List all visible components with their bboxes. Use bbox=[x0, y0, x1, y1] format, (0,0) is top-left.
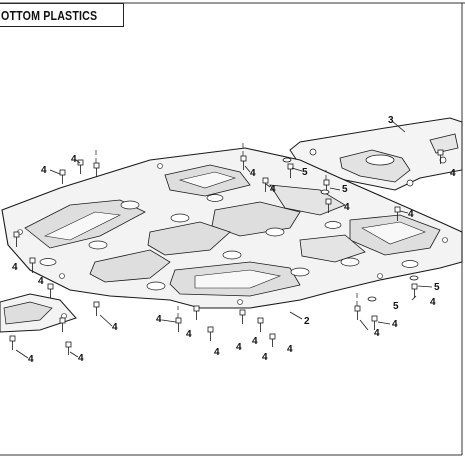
bolt bbox=[325, 198, 332, 213]
page-title: OTTOM PLASTICS bbox=[1, 8, 98, 23]
washers bbox=[282, 157, 419, 302]
callout-washer: 5 bbox=[434, 282, 440, 293]
callout-bolt: 4 bbox=[344, 202, 350, 213]
callout-bolt: 4 bbox=[156, 314, 162, 325]
callout-bolt: 4 bbox=[12, 262, 18, 273]
callout-bolt: 4 bbox=[252, 336, 258, 347]
bolt bbox=[29, 257, 36, 273]
rear-skid-plate bbox=[289, 117, 463, 191]
bolt bbox=[371, 315, 378, 330]
bolt bbox=[59, 317, 66, 332]
callout-bolt: 4 bbox=[270, 184, 276, 195]
callout-bolt: 4 bbox=[41, 165, 47, 176]
bolt bbox=[93, 162, 100, 177]
callout-bolt: 4 bbox=[214, 347, 220, 358]
washer bbox=[320, 189, 330, 195]
callout-bolt: 4 bbox=[392, 319, 398, 330]
bolt bbox=[240, 155, 247, 170]
callout-bolt: 4 bbox=[38, 276, 44, 287]
washer bbox=[367, 296, 377, 302]
bolt bbox=[9, 335, 16, 350]
bolt bbox=[207, 326, 214, 341]
bolt bbox=[65, 341, 72, 355]
callout-bolt: 4 bbox=[450, 168, 456, 179]
bolt bbox=[394, 206, 401, 221]
callout-bolt: 4 bbox=[408, 209, 414, 220]
title-box: OTTOM PLASTICS bbox=[0, 3, 124, 27]
bolt bbox=[437, 149, 444, 164]
leader-lines bbox=[15, 120, 433, 359]
bolt bbox=[411, 283, 418, 298]
callout-part-2: 2 bbox=[304, 316, 310, 327]
bolt bbox=[257, 317, 264, 332]
callout-bolt: 4 bbox=[430, 297, 436, 308]
callout-bolt: 4 bbox=[250, 168, 256, 179]
callout-bolt: 4 bbox=[78, 353, 84, 364]
callout-bolt: 4 bbox=[71, 154, 77, 165]
alignment-lines bbox=[95, 142, 358, 318]
bolt bbox=[13, 231, 20, 247]
bolt bbox=[77, 159, 84, 174]
callout-bolt: 4 bbox=[262, 352, 268, 363]
callout-bolt: 4 bbox=[374, 328, 380, 339]
side-skid-plate bbox=[0, 293, 77, 333]
bolt bbox=[193, 305, 200, 320]
bolt bbox=[287, 163, 294, 178]
bolt bbox=[239, 309, 246, 324]
callout-bolt: 4 bbox=[28, 354, 34, 365]
callouts: 3 2 4 4 4 4 5 5 4 4 4 4 4 4 4 4 4 4 4 4 … bbox=[12, 115, 456, 365]
washer bbox=[409, 275, 419, 281]
bolt bbox=[59, 169, 66, 184]
callout-washer: 5 bbox=[342, 184, 348, 195]
bolt bbox=[93, 301, 100, 316]
bolt bbox=[47, 283, 54, 298]
bolt bbox=[175, 317, 182, 332]
callout-bolt: 4 bbox=[287, 344, 293, 355]
washer bbox=[282, 157, 292, 163]
bolt bbox=[354, 305, 361, 320]
callout-bolt: 4 bbox=[186, 329, 192, 340]
callout-bolt: 4 bbox=[112, 322, 118, 333]
callout-part-3: 3 bbox=[388, 115, 394, 126]
callout-washer: 5 bbox=[393, 301, 399, 312]
callout-washer: 5 bbox=[302, 167, 308, 178]
bolt bbox=[269, 333, 276, 347]
callout-bolt: 4 bbox=[236, 342, 242, 353]
main-skid-plate bbox=[1, 147, 463, 309]
bolt bbox=[262, 177, 269, 192]
